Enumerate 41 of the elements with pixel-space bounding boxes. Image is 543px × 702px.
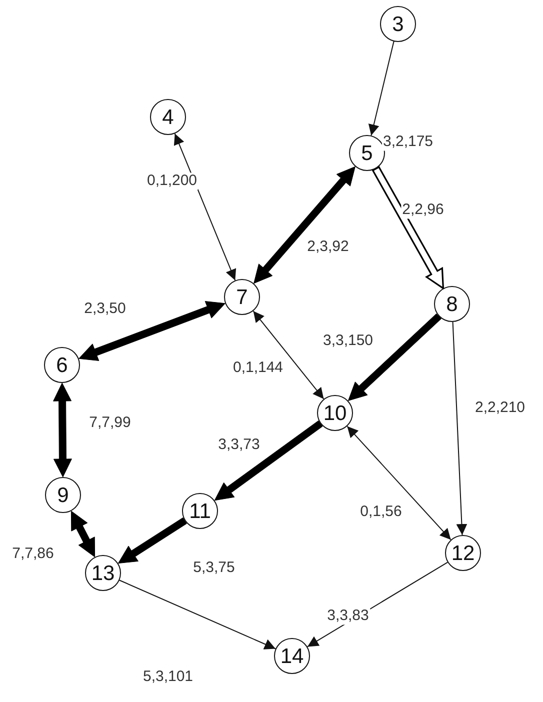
- arrow: [252, 310, 324, 400]
- edge-label: 7,7,99: [88, 414, 132, 432]
- node-circle: 12: [445, 535, 481, 571]
- edge-label: 0,1,144: [232, 360, 284, 376]
- node-circle: 13: [85, 555, 121, 591]
- edge-label: 2,2,96: [401, 202, 445, 218]
- arrow: [254, 166, 356, 284]
- arrow: [118, 517, 187, 564]
- arrow: [53, 382, 72, 478]
- arrow: [368, 41, 394, 136]
- arrow: [70, 510, 96, 558]
- node-circle: 4: [150, 99, 186, 135]
- arrow: [372, 166, 444, 290]
- edge-label: 2,2,210: [474, 400, 526, 416]
- arrow: [452, 321, 468, 536]
- node-circle: 8: [434, 286, 470, 322]
- edge-label: 0,1,200: [146, 172, 198, 190]
- node-circle: 14: [274, 638, 310, 674]
- edge-label: 5,3,75: [192, 560, 236, 576]
- edge-label: 5,3,101: [142, 668, 194, 686]
- arrow: [348, 313, 442, 401]
- arrow: [174, 133, 236, 281]
- node-circle: 9: [45, 477, 81, 513]
- node-circle: 11: [182, 493, 218, 529]
- edge-label: 0,1,56: [359, 504, 403, 520]
- edge-label: 3,3,73: [217, 436, 261, 454]
- node-circle: 7: [224, 279, 260, 315]
- arrow: [346, 426, 452, 540]
- node-circle: 5: [349, 135, 385, 171]
- edge-label: 3,2,175: [382, 134, 434, 150]
- edge-label: 2,3,92: [306, 238, 350, 256]
- arrow: [78, 301, 226, 361]
- edge-label: 7,7,86: [11, 546, 55, 562]
- arrow: [118, 580, 276, 650]
- node-circle: 3: [380, 6, 416, 42]
- edge-label: 3,3,150: [322, 332, 374, 350]
- arrow: [214, 420, 323, 501]
- edge-label: 2,3,50: [83, 300, 127, 318]
- node-circle: 6: [44, 347, 80, 383]
- node-circle: 10: [317, 395, 353, 431]
- edge-label: 3,3,83: [326, 608, 370, 624]
